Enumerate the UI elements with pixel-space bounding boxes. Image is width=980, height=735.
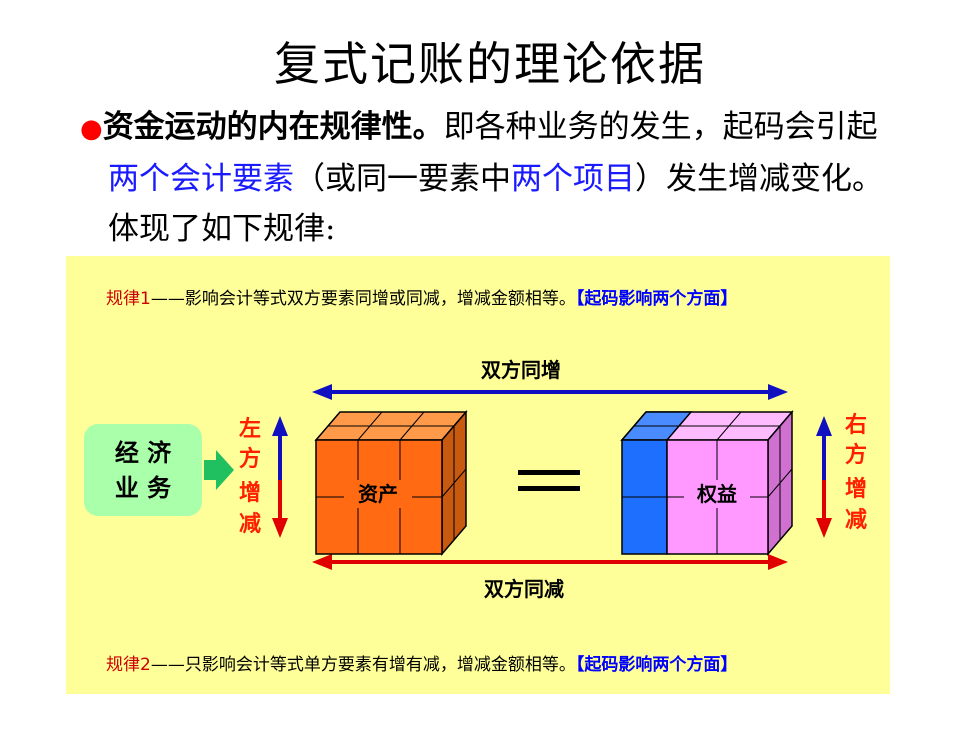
accounting-diagram: 双方同增 双方同减 经 济 业 务 左 方 增 减	[84, 358, 867, 601]
svg-text:方: 方	[239, 446, 261, 472]
rule-2-body: ——只影响会计等式单方要素有增有减，增减金额相等。	[150, 655, 576, 675]
highlight-two-elements: 两个会计要素	[108, 161, 294, 197]
svg-text:右: 右	[845, 413, 867, 438]
svg-text:增: 增	[239, 480, 261, 506]
rule-2-prefix: 规律2	[106, 655, 151, 675]
para-mid-2: ）发生增减变化。	[635, 161, 883, 197]
increase-both-arrow	[312, 384, 788, 400]
rule-1-tag: 【起码影响两个方面】	[575, 289, 738, 309]
svg-text:减: 减	[845, 507, 867, 533]
business-box-line2: 业 务	[115, 473, 172, 502]
svg-text:增: 增	[845, 476, 867, 502]
bullet-icon: ●	[80, 114, 103, 144]
para-line-2: 两个会计要素（或同一要素中两个项目）发生增减变化。	[80, 154, 940, 204]
left-side-label: 左 方 增 减	[239, 416, 261, 537]
svg-text:左: 左	[239, 416, 261, 442]
para-rest-1: 即各种业务的发生，起码会引起	[443, 109, 878, 145]
right-side-label: 右 方 增 减	[845, 413, 867, 533]
slide-title: 复式记账的理论依据	[274, 37, 706, 91]
para-mid-1: （或同一要素中	[294, 161, 511, 197]
right-updown-arrow-icon	[816, 416, 832, 538]
top-arrow-label: 双方同增	[481, 358, 561, 382]
rules-diagram-panel: 规律1——影响会计等式双方要素同增或同减，增减金额相等。【起码影响两个方面】 双…	[66, 256, 890, 694]
bold-lead: 资金运动的内在规律性。	[102, 109, 444, 145]
business-box-line1: 经 济	[115, 438, 172, 467]
rule-2-text: 规律2——只影响会计等式单方要素有增有减，增减金额相等。【起码影响两个方面】	[106, 650, 737, 675]
para-line-1: ●资金运动的内在规律性。即各种业务的发生，起码会引起	[80, 102, 940, 154]
asset-cube: 资产	[314, 409, 468, 557]
rule-1-text: 规律1——影响会计等式双方要素同增或同减，增减金额相等。【起码影响两个方面】	[106, 284, 737, 309]
rule-1-prefix: 规律1	[106, 289, 151, 309]
rule-2-tag: 【起码影响两个方面】	[575, 655, 738, 675]
equals-sign	[518, 470, 580, 491]
decrease-both-arrow	[312, 554, 788, 570]
equity-label: 权益	[696, 482, 737, 506]
business-box	[84, 424, 202, 516]
main-paragraph: ●资金运动的内在规律性。即各种业务的发生，起码会引起 两个会计要素（或同一要素中…	[80, 102, 940, 254]
asset-label: 资产	[358, 482, 398, 506]
bottom-arrow-label: 双方同减	[484, 577, 564, 601]
para-line-3: 体现了如下规律:	[108, 211, 336, 247]
left-updown-arrow-icon	[272, 416, 288, 538]
svg-text:减: 减	[239, 511, 261, 537]
green-right-arrow-icon	[204, 450, 234, 490]
rule-1-body: ——影响会计等式双方要素同增或同减，增减金额相等。	[150, 289, 576, 309]
highlight-two-items: 两个项目	[511, 161, 635, 197]
equity-cube: 权益	[620, 409, 794, 557]
svg-text:方: 方	[845, 442, 867, 468]
